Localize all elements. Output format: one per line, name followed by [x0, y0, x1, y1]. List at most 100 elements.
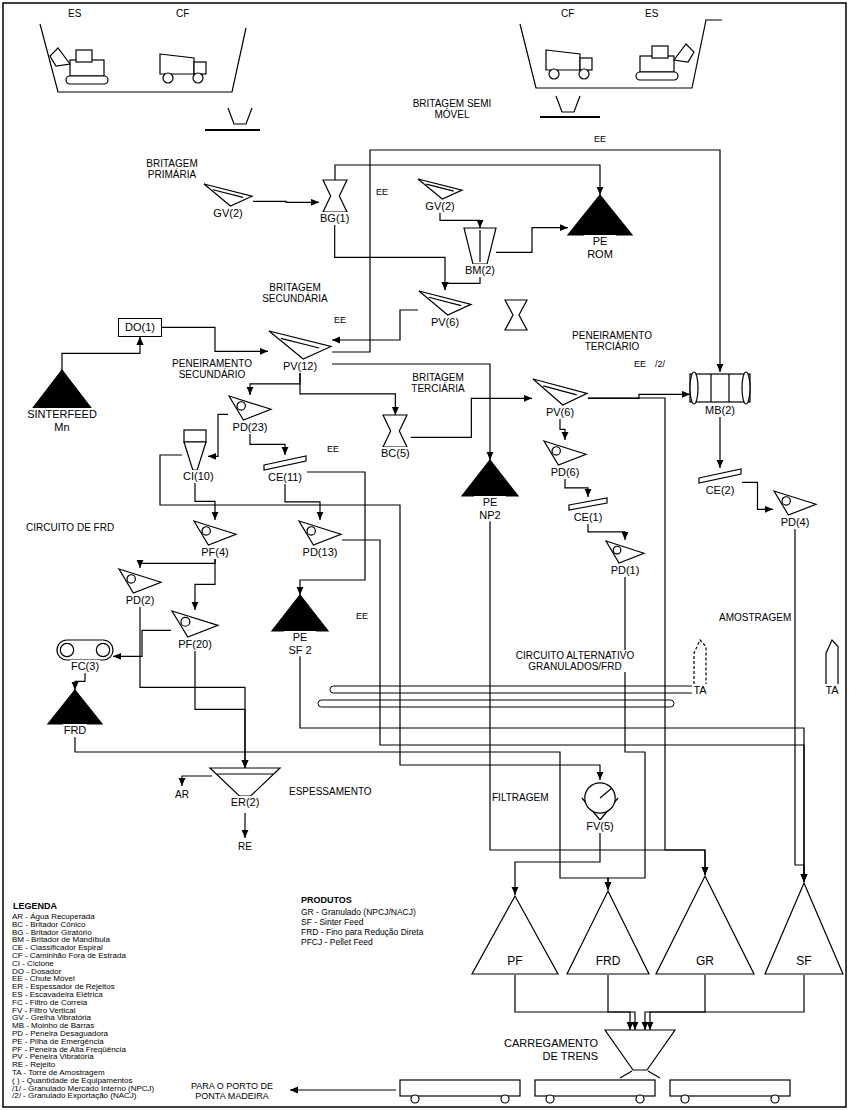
- cyclone-symbol: CI(10): [182, 430, 208, 483]
- equipment-label: GV(2): [212, 207, 243, 220]
- drawing-part: [383, 415, 407, 447]
- legend-entry: GV - Grelha Vibratória: [12, 1014, 154, 1022]
- rod-mill: MB(2): [690, 372, 750, 417]
- drawing-part: [742, 372, 750, 404]
- drawing-part: [299, 521, 341, 545]
- vibrating-screen-shape: [532, 378, 588, 406]
- drawing-part: [323, 180, 347, 212]
- drawing-part: [535, 1080, 655, 1096]
- vibrating-screen: PV(12): [268, 330, 332, 373]
- drawing-part: [567, 891, 649, 974]
- diagram-label: BRITAGEM SECUNDÁRIA: [254, 282, 336, 304]
- legend-entry: ER - Espessador de Rejeitos: [12, 983, 154, 991]
- thickener: ER(2): [210, 768, 280, 809]
- dewatering-screen: PD(13): [298, 520, 342, 559]
- equipment-label: PV(12): [282, 360, 318, 373]
- drawing-part: [429, 297, 461, 305]
- diagram-label: EE: [375, 188, 389, 198]
- diagram-label: ES: [67, 8, 82, 19]
- diagram-label: AR: [174, 789, 190, 800]
- drawing-part: [543, 386, 577, 395]
- drawing-part: [636, 1095, 644, 1103]
- diagram-label: PFCJ - Pellet Feed: [300, 938, 374, 947]
- legend-entry: PD - Peneira Desaguadora: [12, 1030, 154, 1038]
- loading-chute: [620, 1071, 660, 1078]
- drawing-part: [606, 541, 644, 563]
- secondary-crusher: [505, 300, 527, 330]
- legend-entry: PV - Peneira Vibratória: [12, 1053, 154, 1061]
- tailings-arrow: [244, 813, 245, 838]
- equipment-label: PE ROM: [584, 235, 616, 260]
- drawing-part: [568, 195, 632, 235]
- flow-connector: [588, 524, 625, 540]
- flow-connector: [62, 337, 140, 370]
- flow-connector: [300, 656, 804, 882]
- flow-connector: [795, 529, 804, 882]
- equipment-label: TA: [692, 684, 707, 697]
- sampling-tower: TA: [692, 640, 708, 697]
- flow-connector: [140, 607, 245, 768]
- shovel: [50, 48, 108, 84]
- vibrating-screen: PV(6): [532, 378, 588, 419]
- legend-text: EE - Chute Móvel: [12, 974, 75, 983]
- drawing-part: [419, 291, 471, 315]
- legend-text: ES - Escavadeira Elétrica: [12, 990, 103, 999]
- equipment-label: BC(5): [380, 447, 411, 460]
- flow-connector: [160, 455, 600, 780]
- legend-entry: ( ) - Quantidade de Equipamentos: [12, 1077, 154, 1085]
- drawing-part: [184, 442, 206, 470]
- equipment-label: PD(4): [780, 516, 811, 529]
- stockpile-shape: [462, 460, 518, 496]
- belt-filter-shape: [57, 640, 113, 660]
- drawing-part: [269, 331, 331, 359]
- flow-connector: [332, 364, 490, 460]
- train-hopper: CARREGAMENTO DE TRENS: [605, 1030, 675, 1070]
- drawing-part: [579, 69, 589, 79]
- flow-connector: [195, 483, 215, 520]
- drawing-part: [472, 896, 558, 974]
- flow-connector: [75, 673, 85, 690]
- drawing-part: [690, 372, 698, 404]
- stockpile: FRD: [48, 690, 102, 737]
- crusher-symbol-shape: [323, 180, 347, 212]
- flow-connector: [208, 414, 228, 456]
- diagram-label: LEGENDA: [12, 902, 58, 912]
- drawing-part: [33, 370, 91, 408]
- flow-connector: [608, 975, 635, 1030]
- flow-connector: [496, 228, 568, 253]
- drawing-part: [418, 179, 462, 199]
- flow-connector: [515, 833, 600, 895]
- diagram-label: EE: [355, 612, 369, 622]
- spiral-classifier: CE(11): [263, 455, 307, 484]
- legend-entry: DO - Dosador: [12, 968, 154, 976]
- equipment-label: PF(20): [177, 638, 213, 651]
- legend-text: ( ) - Quantidade de Equipamentos: [12, 1076, 133, 1085]
- legend-entry: /1/ - Granulado Mercado Interno (NPCJ): [12, 1085, 154, 1093]
- flow-connector: [332, 150, 720, 372]
- shovel: [636, 44, 694, 80]
- doser-box: DO(1): [118, 318, 162, 337]
- drawing-part: [670, 1080, 790, 1096]
- stockpile-shape: [272, 595, 328, 631]
- frame: [3, 3, 846, 1107]
- legend-text: /2/ - Granulado Exportação (NACJ): [12, 1091, 137, 1100]
- flow-connector: [490, 521, 705, 875]
- equipment-label: PV(6): [430, 316, 460, 329]
- train-hopper-shape: [605, 1030, 675, 1070]
- diagram-label: SF - Sinter Feed: [300, 918, 364, 927]
- drawing-part: [826, 640, 838, 684]
- equipment-label: MB(2): [704, 404, 736, 417]
- spiral-classifier-shape: [263, 455, 307, 471]
- conveyor: [540, 116, 600, 118]
- jaw-crusher: BM(2): [464, 228, 496, 277]
- drawing-part: [204, 184, 252, 206]
- legend-text: BM - Britador de Mandíbula: [12, 935, 110, 944]
- flow-connector: [195, 651, 245, 768]
- drawing-part: [544, 441, 586, 465]
- diagram-label: EE: [633, 360, 647, 370]
- drawing-part: [728, 374, 729, 402]
- diagram-label: /2/: [654, 360, 666, 370]
- drawing-part: [60, 643, 73, 656]
- legend-text: /1/ - Granulado Mercado Interno (NPCJ): [12, 1084, 154, 1093]
- drawing-part: [194, 521, 236, 545]
